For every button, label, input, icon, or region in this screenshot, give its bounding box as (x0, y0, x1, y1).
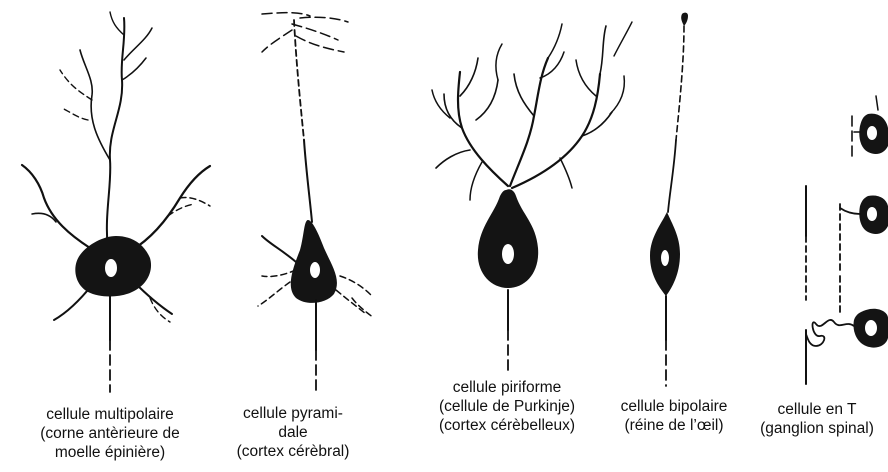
caption-line: cellule piriforme (412, 378, 602, 397)
bipolar-neuron (650, 13, 688, 386)
caption-line: (corne antèrieure de (4, 424, 216, 443)
caption-line: dale (218, 423, 368, 442)
pyramidal-neuron (258, 13, 374, 394)
caption-line: (cortex cérèbral) (218, 442, 368, 461)
caption-line: cellule en T (748, 400, 886, 419)
caption-bipolaire: cellule bipolaire (réine de l’œil) (600, 397, 748, 435)
t-neurons (806, 96, 888, 384)
caption-line: cellule pyrami- (218, 404, 368, 423)
caption-pyramidale: cellule pyrami- dale (cortex cérèbral) (218, 404, 368, 461)
caption-line: (cellule de Purkinje) (412, 397, 602, 416)
multipolar-neuron (22, 12, 210, 392)
caption-multipolaire: cellule multipolaire (corne antèrieure d… (4, 405, 216, 462)
caption-piriforme: cellule piriforme (cellule de Purkinje) … (412, 378, 602, 435)
caption-line: cellule multipolaire (4, 405, 216, 424)
caption-line: (ganglion spinal) (748, 419, 886, 438)
caption-line: (cortex cérèbelleux) (412, 416, 602, 435)
caption-line: (réine de l’œil) (600, 416, 748, 435)
purkinje-neuron (432, 22, 632, 374)
caption-line: cellule bipolaire (600, 397, 748, 416)
caption-line: moelle épinière) (4, 443, 216, 462)
caption-en-t: cellule en T (ganglion spinal) (748, 400, 886, 438)
